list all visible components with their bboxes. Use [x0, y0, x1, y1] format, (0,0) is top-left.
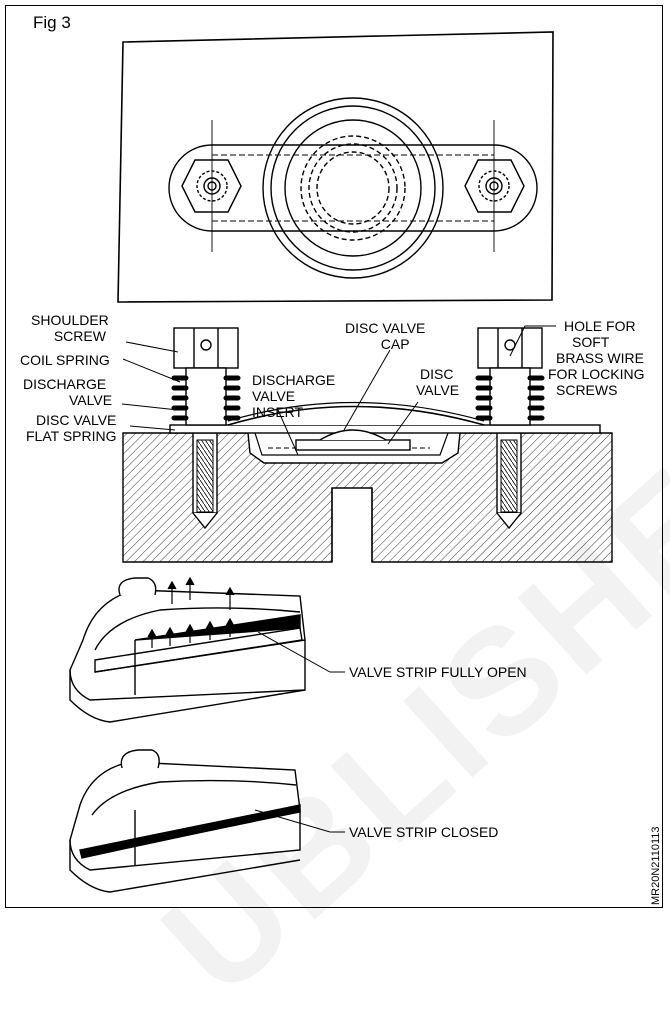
right-shoulder-screw: [475, 327, 545, 426]
label-disc-valve: DISC VALVE: [416, 366, 460, 398]
label-shoulder-screw: SHOULDER SCREW: [31, 312, 109, 344]
valve-diagram: [69, 31, 613, 893]
section-view: [122, 327, 613, 563]
valve-open-drawing: [69, 576, 345, 723]
figure-code: MR20N2110113: [650, 826, 662, 905]
label-valve-strip-open: VALVE STRIP FULLY OPEN: [349, 664, 527, 680]
label-discharge-valve-insert: DISCHARGE VALVE INSERT: [252, 372, 336, 420]
figure-title: Fig 3: [33, 13, 71, 32]
label-discharge-valve: DISCHARGE VALVE: [23, 376, 113, 408]
valve-closed-drawing: [69, 749, 345, 893]
label-valve-strip-closed: VALVE STRIP CLOSED: [349, 824, 499, 840]
leader-lines: [121, 325, 556, 456]
label-disc-valve-cap: DISC VALVE CAP: [345, 320, 426, 352]
left-shoulder-screw: [171, 327, 241, 426]
top-view: [117, 31, 554, 303]
label-hole-for-wire: HOLE FOR SOFT BRASS WIRE FOR LOCKING SCR…: [548, 318, 645, 398]
label-coil-spring: COIL SPRING: [20, 352, 110, 368]
label-disc-valve-flat-spring: DISC VALVE FLAT SPRING: [26, 412, 117, 444]
